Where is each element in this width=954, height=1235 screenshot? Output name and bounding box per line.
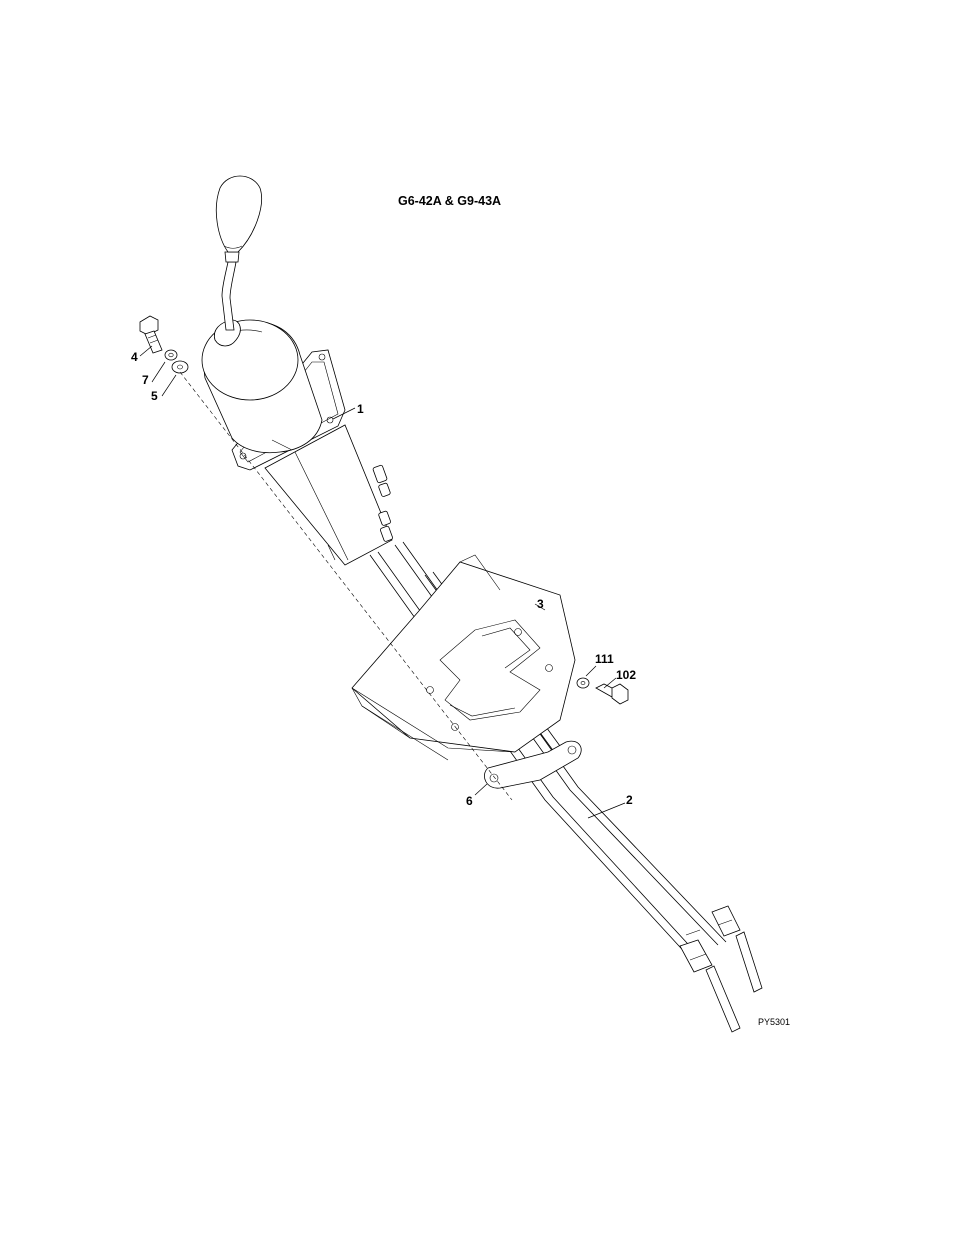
mounting-bracket: [352, 555, 575, 760]
drawing-code: PY5301: [758, 1017, 790, 1027]
callout-5: 5: [151, 389, 158, 403]
callout-2: 2: [626, 793, 633, 807]
callout-4: 4: [131, 350, 138, 364]
callout-1: 1: [357, 402, 364, 416]
joystick-control-assembly: [202, 176, 392, 565]
callout-3: 3: [537, 597, 544, 611]
diagram-title: G6-42A & G9-43A: [398, 194, 501, 208]
leader-lines: [140, 346, 625, 818]
hardware-bolt-washers: [140, 316, 188, 373]
callout-111: 111: [595, 652, 614, 666]
callout-102: 102: [616, 668, 636, 682]
callout-6: 6: [466, 794, 473, 808]
callout-7: 7: [142, 373, 149, 387]
